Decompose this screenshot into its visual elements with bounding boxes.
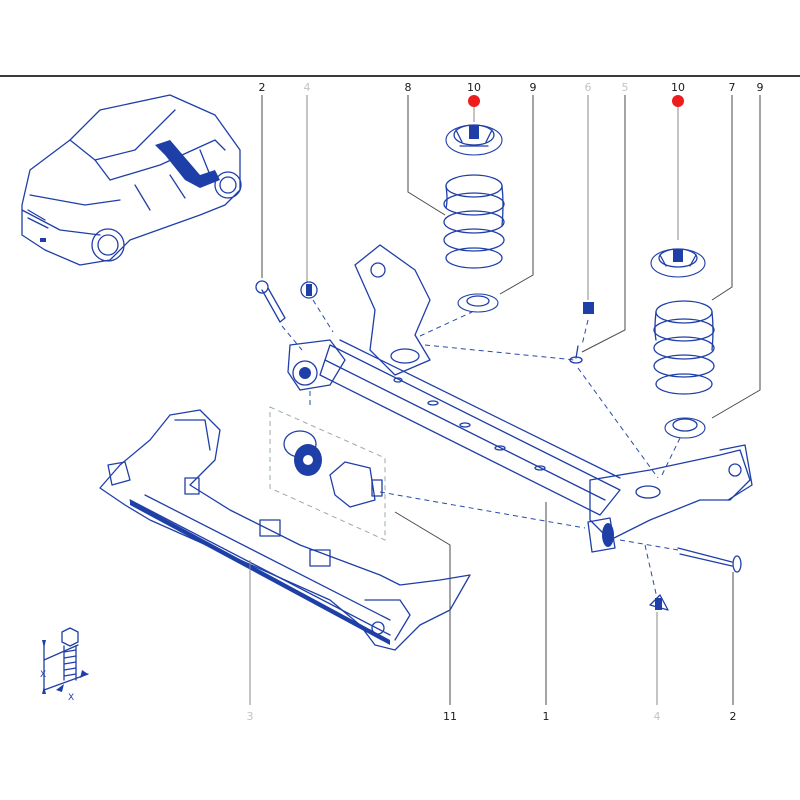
callout-3[interactable]: 3	[247, 710, 254, 723]
rear-axle-beam	[287, 244, 753, 553]
torque-tightening-icon	[42, 627, 89, 694]
callout-8[interactable]: 8	[405, 81, 412, 94]
callout-7[interactable]: 7	[729, 81, 736, 94]
spring-seat-upper-right	[650, 248, 706, 278]
callout-11[interactable]: 11	[443, 710, 457, 723]
callout-4-top[interactable]: 4	[304, 81, 311, 94]
spring-seat-upper-left	[445, 124, 503, 156]
callout-10-left[interactable]: 10	[467, 81, 481, 94]
vehicle-locator-icon	[21, 94, 242, 266]
callout-9-left[interactable]: 9	[530, 81, 537, 94]
spring-seat-lower-right	[664, 417, 706, 439]
callout-5[interactable]: 5	[622, 81, 629, 94]
top-callouts	[261, 95, 761, 419]
marker-dot-right	[672, 95, 684, 107]
stud-5	[569, 345, 583, 364]
torque-dimension-label-b: X	[68, 693, 74, 703]
header-divider	[0, 75, 800, 77]
callout-4-bottom[interactable]: 4	[654, 710, 661, 723]
pivot-bolt-right	[677, 547, 742, 573]
front-subframe	[99, 409, 471, 651]
callout-2-top[interactable]: 2	[259, 81, 266, 94]
axle-bushing-pair	[269, 406, 386, 541]
assembly-guide-lines	[281, 299, 681, 599]
coil-spring-left	[443, 174, 505, 269]
clip-4-left	[300, 281, 318, 299]
callout-1[interactable]: 1	[543, 710, 550, 723]
spring-seat-lower-left	[457, 293, 499, 313]
bottom-callouts	[249, 502, 734, 705]
nut-6	[583, 302, 594, 314]
coil-spring-right	[653, 300, 715, 395]
torque-dimension-label-a: X	[40, 670, 46, 680]
marker-dot-left	[468, 95, 480, 107]
callout-6[interactable]: 6	[585, 81, 592, 94]
pivot-bolt-left	[255, 280, 286, 323]
callout-10-right[interactable]: 10	[671, 81, 685, 94]
callout-2-bottom[interactable]: 2	[730, 710, 737, 723]
clip-4-right	[649, 594, 669, 611]
callout-9-right[interactable]: 9	[757, 81, 764, 94]
